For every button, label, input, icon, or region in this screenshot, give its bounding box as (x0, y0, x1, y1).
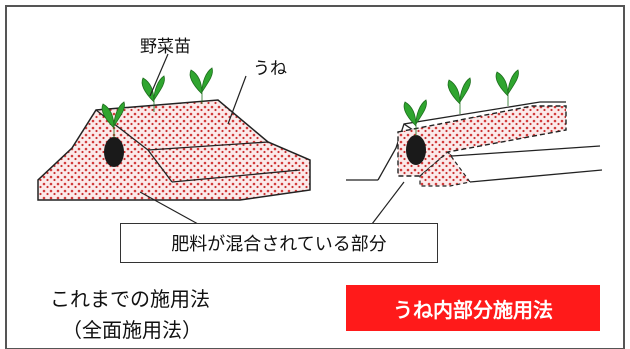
ridge-edge (147, 141, 269, 151)
root-ball (406, 135, 426, 165)
seedling-3 (189, 67, 213, 104)
ridge-leader-line (227, 75, 247, 125)
callout-leader-left (139, 191, 199, 225)
seedling-1 (403, 99, 427, 136)
ridge-edge (147, 149, 173, 183)
seedling-2 (141, 75, 165, 112)
fertilized-soil-area (37, 99, 311, 201)
ridge-edge (469, 169, 603, 183)
fertilizer-callout-text: 肥料が混合されている部分 (171, 234, 387, 255)
new-method-label: うね内部分施用法 (393, 297, 553, 322)
ridge-edge (451, 145, 601, 157)
full-application-ridge (37, 53, 311, 201)
seedlings (403, 69, 519, 136)
conventional-method-title: これまでの施用法 (50, 287, 210, 311)
diagram-border (5, 5, 625, 349)
conventional-method-subtitle: （全面施用法） (62, 318, 202, 342)
fertilized-band (397, 105, 567, 177)
partial-application-ridge (346, 69, 603, 187)
ridge-edge (171, 169, 301, 183)
seedlings (101, 67, 213, 138)
callout-leader-right (371, 181, 405, 225)
root-ball (104, 137, 124, 167)
new-method-badge: うね内部分施用法 (346, 285, 600, 331)
ridge-label: うね (253, 59, 287, 79)
seedling-1 (101, 101, 125, 138)
seedling-label: 野菜苗 (140, 37, 191, 57)
seedling-3 (495, 69, 519, 106)
fertilized-band-front (419, 151, 472, 187)
fertilizer-callout-box: 肥料が混合されている部分 (120, 223, 438, 263)
seedling-2 (447, 77, 471, 114)
seedling-leader-line (149, 53, 169, 97)
